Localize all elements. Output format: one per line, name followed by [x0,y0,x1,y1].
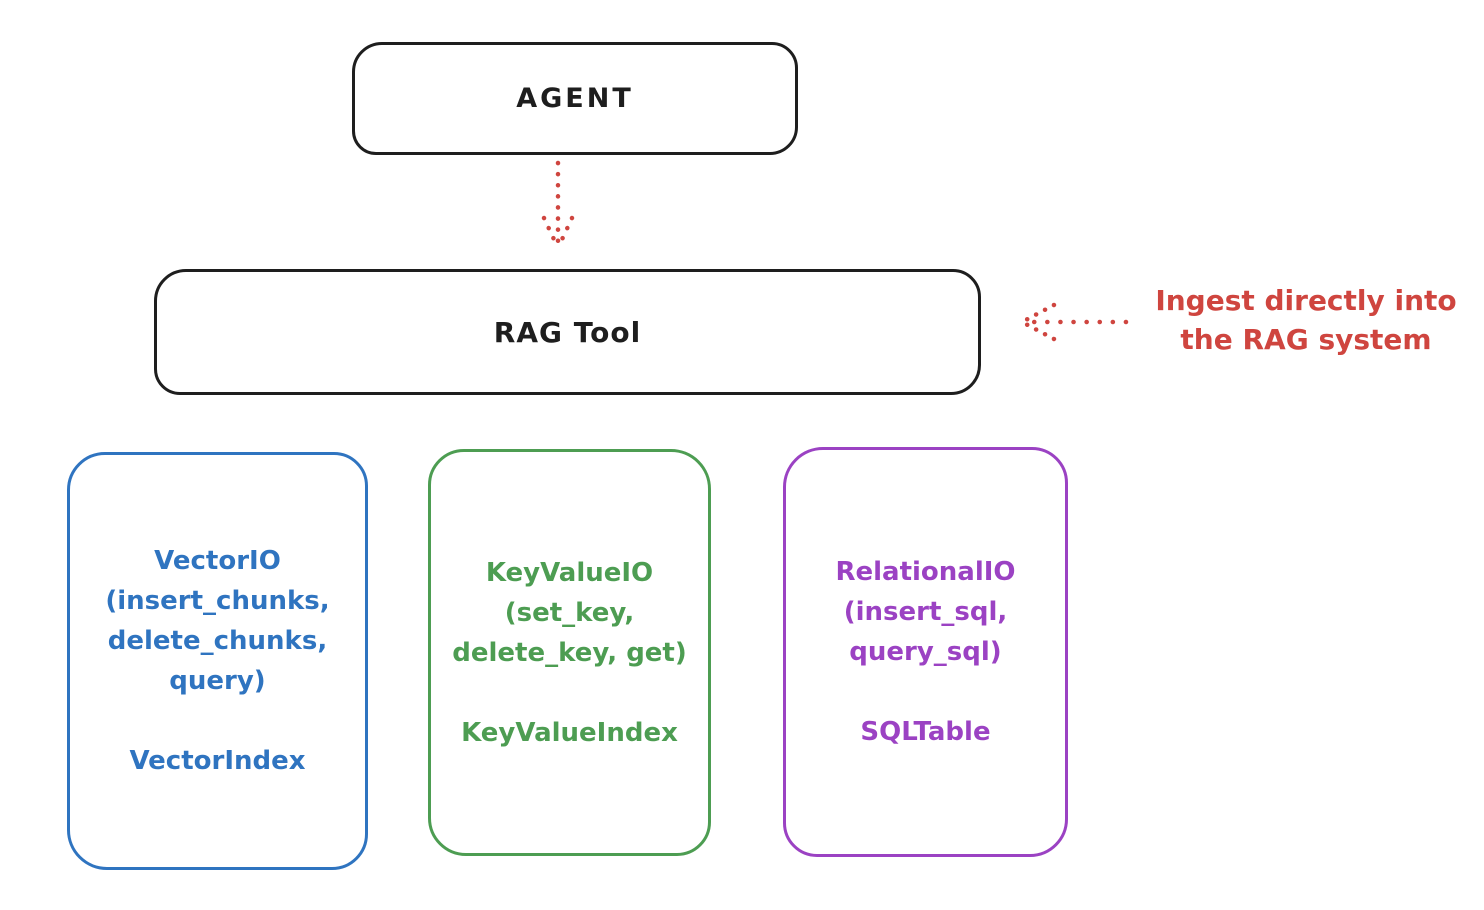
keyvalueio-methods-line-2: delete_key, get) [452,637,687,668]
dotted-down-arrow-icon [541,160,575,251]
ingest-annotation-arrow [1012,299,1132,347]
sqltable-label: SQLTable [860,717,991,747]
vectorio-node-text: VectorIO (insert_chunks, delete_chunks, … [105,541,329,781]
relationalio-title: RelationalIO [835,557,1016,587]
keyvalueio-node-text: KeyValueIO (set_key, delete_key, get) Ke… [452,553,687,753]
spacer [105,701,329,741]
relationalio-methods-line-2: query_sql) [849,637,1002,667]
ingest-annotation-line-1: Ingest directly into [1155,284,1457,317]
keyvalueindex-label: KeyValueIndex [461,717,678,748]
keyvalueio-node: KeyValueIO (set_key, delete_key, get) Ke… [428,449,711,856]
agent-to-ragtool-arrow [539,160,577,266]
keyvalueio-methods-line-1: (set_key, [504,597,635,628]
vectorio-methods-line-2: delete_chunks, [107,626,328,656]
rag-tool-node: RAG Tool [154,269,981,395]
relationalio-methods-line-1: (insert_sql, [843,597,1008,627]
vectorio-methods-line-3: query) [169,666,266,696]
relationalio-node: RelationalIO (insert_sql, query_sql) SQL… [783,447,1068,857]
agent-node-label: AGENT [516,83,634,114]
vectorindex-label: VectorIndex [129,746,306,776]
vectorio-node: VectorIO (insert_chunks, delete_chunks, … [67,452,368,870]
dotted-left-arrow-icon [1019,302,1129,342]
vectorio-title: VectorIO [154,546,281,576]
relationalio-node-text: RelationalIO (insert_sql, query_sql) SQL… [835,552,1015,752]
spacer [835,672,1015,712]
agent-node: AGENT [352,42,798,155]
rag-tool-node-label: RAG Tool [493,315,642,349]
keyvalueio-title: KeyValueIO [485,557,654,588]
ingest-annotation: Ingest directly into the RAG system [1128,281,1484,359]
ingest-annotation-line-2: the RAG system [1180,323,1432,356]
spacer [452,673,687,713]
vectorio-methods-line-1: (insert_chunks, [105,586,330,616]
